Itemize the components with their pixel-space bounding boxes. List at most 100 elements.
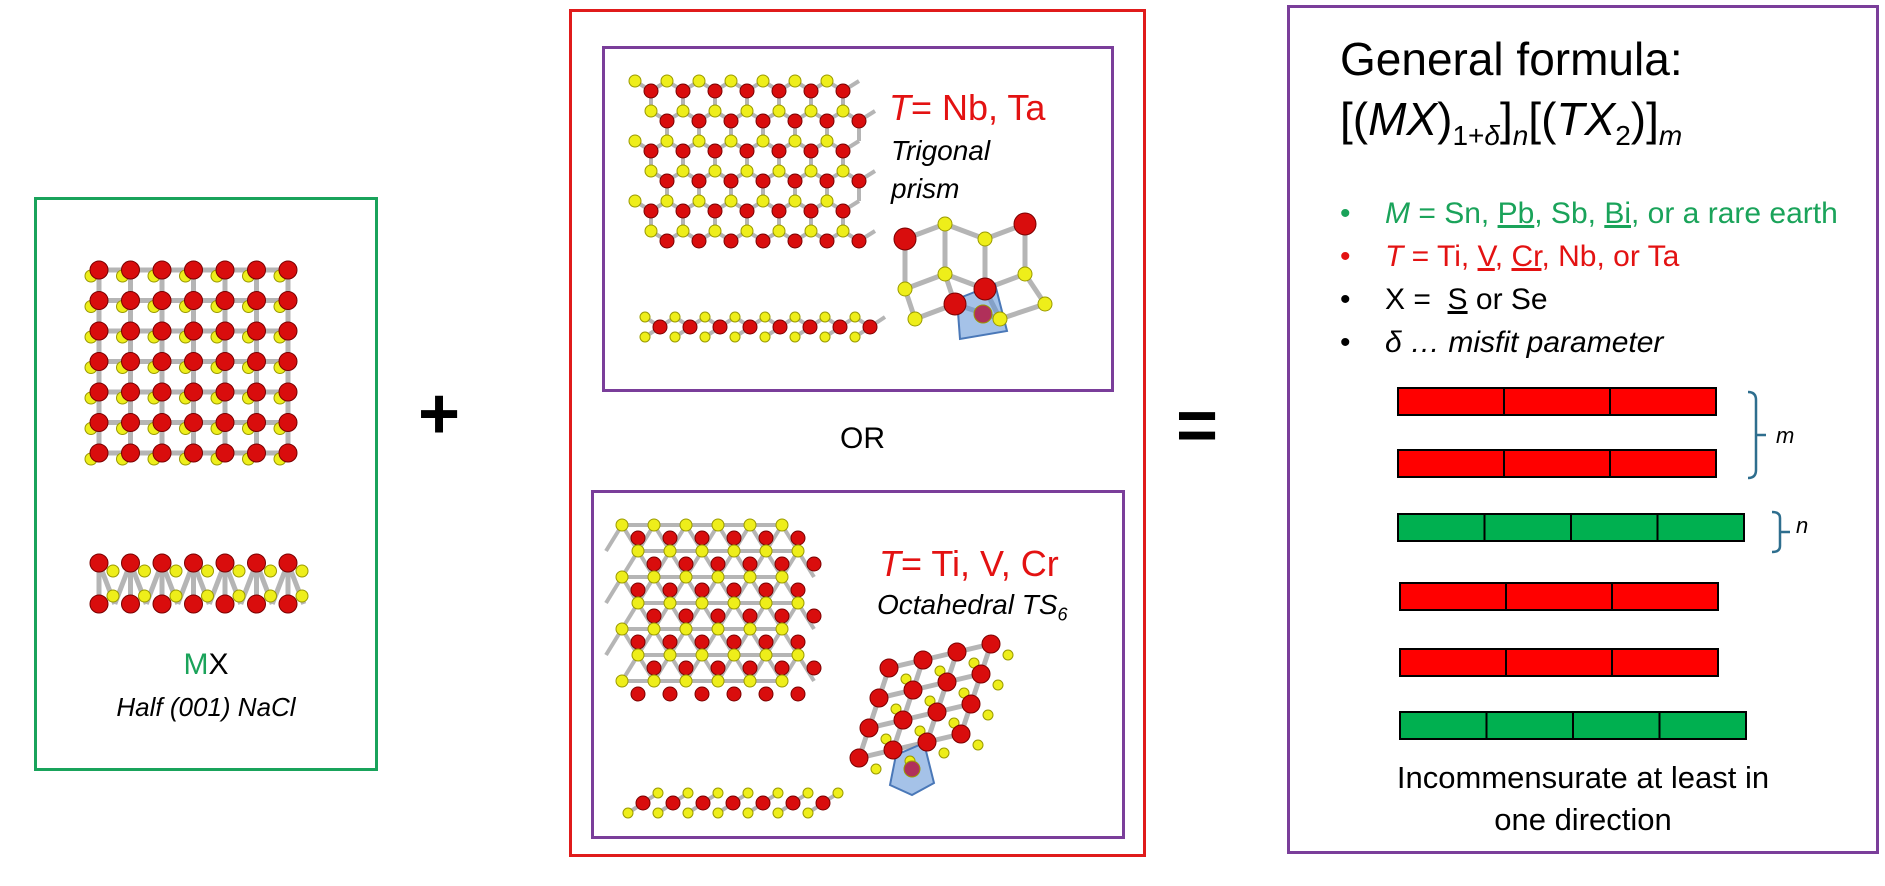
x-atom (695, 596, 709, 610)
x-atom (138, 589, 151, 603)
x-atom (295, 564, 309, 578)
t-atom (662, 634, 678, 650)
formula-part: ) (1437, 93, 1453, 145)
formula-part: [( (1340, 93, 1369, 145)
m-atom (184, 291, 203, 310)
t-atom (835, 203, 851, 219)
t-atom (961, 694, 981, 714)
trigonal-t-label: T= Nb, Ta (889, 87, 1045, 129)
x-atom (708, 164, 722, 178)
t-atom (981, 634, 1001, 654)
t-atom (630, 530, 646, 546)
t-atom (707, 143, 723, 159)
octahedral-geometry-sub: 6 (1057, 604, 1068, 625)
t-atom (665, 795, 681, 811)
t-atom (787, 173, 803, 189)
m-atom (278, 443, 298, 463)
x-atom (106, 589, 120, 603)
t-atom (971, 664, 991, 684)
x-atom (977, 231, 993, 247)
x-atom (804, 164, 818, 178)
m-atom (89, 443, 109, 463)
m-atom (121, 382, 140, 402)
t-atom (691, 113, 707, 129)
t-atom (883, 740, 903, 760)
t-atom (802, 319, 818, 335)
x-atom (819, 311, 831, 323)
t-atom (739, 83, 755, 99)
t-atom (710, 660, 726, 676)
t-atom (851, 113, 867, 129)
t-atom (835, 83, 851, 99)
x-atom (791, 648, 805, 662)
m-atom (215, 413, 235, 432)
n-bracket (1771, 510, 1790, 554)
definition-text: or Se (1467, 283, 1548, 316)
x-atom (742, 807, 754, 819)
t-atom (707, 203, 723, 219)
t-atom (678, 556, 694, 572)
t-atom (662, 582, 678, 598)
definition-delta-text: δ … misfit parameter (1385, 326, 1664, 359)
t-atom (803, 83, 819, 99)
m-atom (215, 594, 235, 614)
x-atom (756, 194, 770, 208)
t-atom (1013, 212, 1037, 236)
t-atom (646, 608, 662, 624)
x-atom (788, 134, 802, 148)
t-atom (943, 292, 967, 316)
x-atom (644, 224, 658, 238)
m-atom (184, 352, 203, 371)
m-atom (278, 321, 298, 341)
x-atom (759, 331, 771, 343)
x-atom (669, 311, 681, 323)
definition-v: V (1477, 240, 1495, 273)
t-atom (758, 530, 774, 546)
m-atom (184, 443, 203, 463)
x-atom (169, 564, 183, 578)
x-atom (695, 648, 709, 662)
x-atom (639, 311, 651, 323)
x-atom (711, 622, 725, 636)
m-atom (152, 382, 172, 402)
t-atom (755, 795, 771, 811)
plus-operator: + (418, 374, 461, 454)
m-atom (215, 352, 235, 371)
t-atom (678, 608, 694, 624)
x-atom (631, 544, 645, 558)
x-atom (615, 622, 629, 636)
x-atom (804, 104, 818, 118)
t-atom (755, 233, 771, 249)
x-atom (759, 596, 773, 610)
m-atom (278, 553, 298, 573)
t-atom (694, 686, 710, 702)
x-atom (679, 518, 693, 532)
t-atom (643, 203, 659, 219)
x-atom (201, 564, 214, 578)
definition-m: •M = Sn, Pb, Sb, Bi, or a rare earth (1340, 192, 1838, 235)
t-atom (790, 634, 806, 650)
x-atom (804, 224, 818, 238)
t-atom (662, 686, 678, 702)
m-atom (121, 594, 140, 614)
layer-stack-diagram: m n (1397, 387, 1808, 740)
tx2-layer (1399, 648, 1719, 677)
m-atom (89, 553, 109, 573)
t-atom (835, 143, 851, 159)
octahedral-geometry-text: Octahedral TS (877, 589, 1058, 620)
x-atom (740, 104, 754, 118)
x-atom (740, 164, 754, 178)
t-atom (927, 702, 947, 722)
m-atom (121, 553, 140, 573)
mx-label-x: X (208, 648, 229, 681)
x-atom (663, 648, 677, 662)
definition-m-symbol: M (1385, 197, 1410, 230)
trigonal-structure (628, 74, 1053, 343)
t-atom (973, 304, 993, 324)
x-atom (775, 674, 789, 688)
x-atom (660, 74, 674, 88)
t-atom (726, 686, 742, 702)
x-atom (676, 164, 690, 178)
m-atom (89, 382, 109, 402)
x-atom (897, 281, 913, 297)
